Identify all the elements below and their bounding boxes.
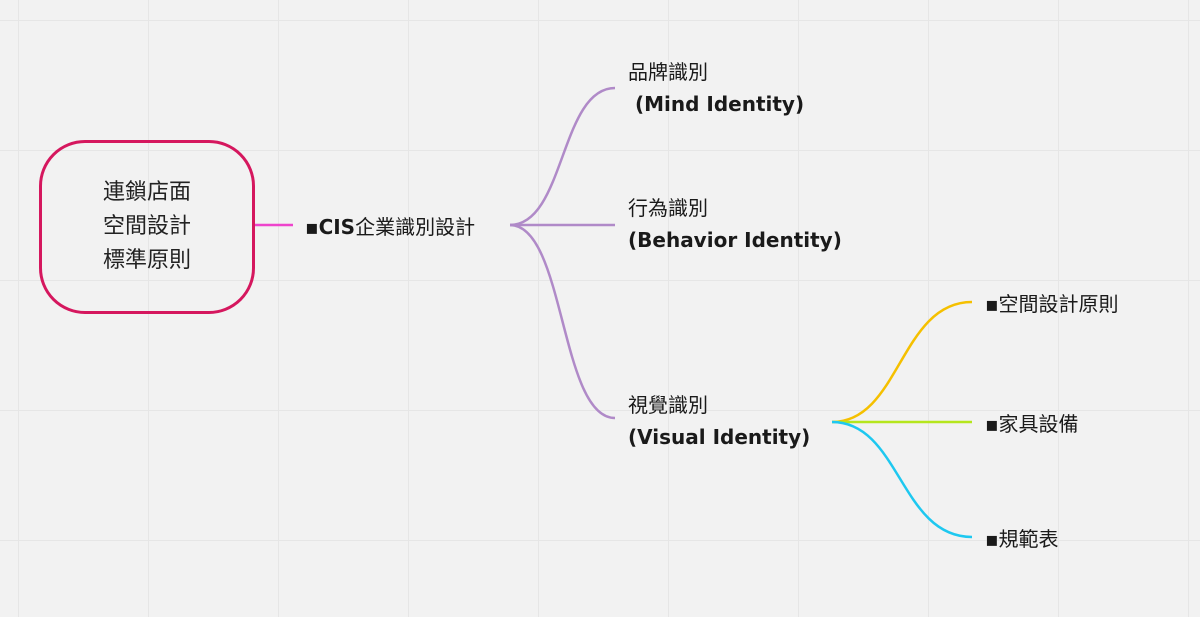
node-behavior-identity[interactable]: 行為識別 (Behavior Identity) <box>628 192 842 256</box>
node-visual-identity[interactable]: 視覺識別 (Visual Identity) <box>628 389 810 453</box>
root-line: 連鎖店面 <box>102 180 191 205</box>
node-spec-table[interactable]: ▪規範表 <box>985 527 1059 551</box>
connector-space <box>831 300 973 424</box>
node-cis[interactable]: ▪CIS企業識別設計 <box>305 211 475 240</box>
root-node[interactable]: 連鎖店面 空間設計 標準原則 <box>39 140 255 314</box>
root-line: 標準原則 <box>102 248 191 273</box>
root-line: 空間設計 <box>102 214 191 239</box>
node-zh: 品牌識別 <box>628 60 708 84</box>
connector-visual <box>509 223 616 420</box>
node-mind-identity[interactable]: 品牌識別 (Mind Identity) <box>628 56 804 120</box>
node-zh: 視覺識別 <box>628 393 708 417</box>
cis-prefix: CIS <box>318 215 356 239</box>
node-furniture[interactable]: ▪家具設備 <box>985 412 1079 436</box>
node-en: (Mind Identity) <box>628 92 805 116</box>
connector-mind <box>509 86 616 227</box>
connector-spec <box>831 420 973 539</box>
node-space-design[interactable]: ▪空間設計原則 <box>985 292 1119 316</box>
node-en: (Behavior Identity) <box>628 228 842 252</box>
bullet: ▪ <box>305 215 319 239</box>
node-en: (Visual Identity) <box>628 425 811 449</box>
cis-text: 企業識別設計 <box>355 215 476 239</box>
node-zh: 行為識別 <box>628 196 708 220</box>
